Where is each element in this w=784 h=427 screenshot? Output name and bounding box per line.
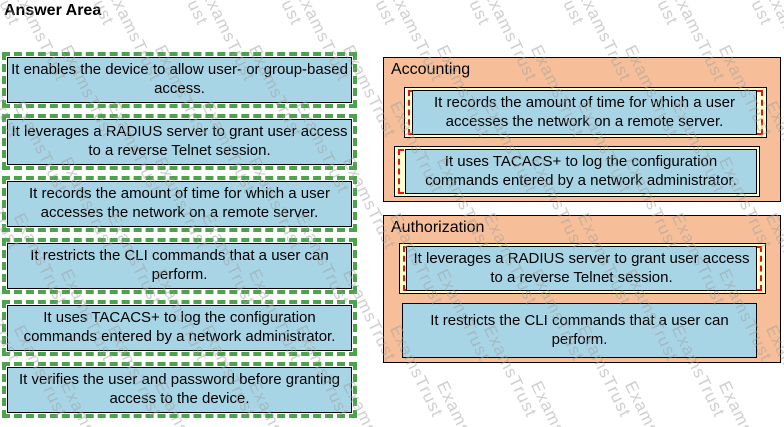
watermark-text: ExamsTrust xyxy=(714,378,776,427)
watermark-text: ExamsTrust xyxy=(432,0,494,29)
authorization-panel: Authorization It leverages a RADIUS serv… xyxy=(383,215,781,363)
authorization-label: Authorization xyxy=(391,219,485,236)
option-card-6[interactable]: It verifies the user and password before… xyxy=(2,362,357,418)
watermark-text: ExamsTrust xyxy=(338,0,400,29)
accounting-dropzone-2[interactable]: It uses TACACS+ to log the configuration… xyxy=(394,146,760,197)
option-text: It restricts the CLI commands that a use… xyxy=(30,247,329,283)
accounting-dropzone-1[interactable]: It records the amount of time for which … xyxy=(404,87,767,138)
option-text: It leverages a RADIUS server to grant us… xyxy=(11,123,348,159)
option-card-5[interactable]: It uses TACACS+ to log the configuration… xyxy=(2,300,357,356)
authorization-dropzone-2[interactable]: It restricts the CLI commands that a use… xyxy=(402,303,757,358)
dropped-card-text: It leverages a RADIUS server to grant us… xyxy=(413,249,750,286)
option-card-3-body: It records the amount of time for which … xyxy=(7,181,352,227)
option-card-2-body: It leverages a RADIUS server to grant us… xyxy=(7,119,352,165)
dropped-card-text: It records the amount of time for which … xyxy=(434,93,735,130)
authorization-dropped-card-1[interactable]: It leverages a RADIUS server to grant us… xyxy=(406,246,757,291)
watermark-text: ExamsTrust xyxy=(150,0,212,29)
dropped-card-text: It restricts the CLI commands that a use… xyxy=(430,311,729,348)
options-column: It enables the device to allow user- or … xyxy=(2,52,357,424)
option-card-3[interactable]: It records the amount of time for which … xyxy=(2,176,357,232)
option-text: It verifies the user and password before… xyxy=(18,371,340,407)
accounting-dropped-card-2[interactable]: It uses TACACS+ to log the configuration… xyxy=(405,149,757,194)
watermark-text: ExamsTrust xyxy=(432,378,494,427)
watermark-text: ExamsTrust xyxy=(620,378,682,427)
authorization-dropped-card-2[interactable]: It restricts the CLI commands that a use… xyxy=(402,303,757,358)
watermark-text: ExamsTrust xyxy=(620,0,682,29)
dropped-card-text: It uses TACACS+ to log the configuration… xyxy=(425,152,737,189)
watermark-text: ExamsTrust xyxy=(244,0,306,29)
option-card-6-body: It verifies the user and password before… xyxy=(7,367,352,413)
option-card-4[interactable]: It restricts the CLI commands that a use… xyxy=(2,238,357,294)
accounting-dropped-card-1[interactable]: It records the amount of time for which … xyxy=(412,90,757,135)
option-text: It records the amount of time for which … xyxy=(29,185,330,221)
page-title: Answer Area xyxy=(4,2,102,19)
option-card-1[interactable]: It enables the device to allow user- or … xyxy=(2,52,357,108)
option-text: It enables the device to allow user- or … xyxy=(11,61,348,97)
option-card-5-body: It uses TACACS+ to log the configuration… xyxy=(7,305,352,351)
watermark-text: ExamsTrust xyxy=(526,378,588,427)
option-card-1-body: It enables the device to allow user- or … xyxy=(7,57,352,103)
option-text: It uses TACACS+ to log the configuration… xyxy=(23,309,336,345)
option-card-4-body: It restricts the CLI commands that a use… xyxy=(7,243,352,289)
watermark-text: ExamsTrust xyxy=(714,0,776,29)
authorization-dropzone-1[interactable]: It leverages a RADIUS server to grant us… xyxy=(399,243,766,294)
watermark-text: ExamsTrust xyxy=(526,0,588,29)
accounting-panel: Accounting It records the amount of time… xyxy=(383,57,781,202)
option-card-2[interactable]: It leverages a RADIUS server to grant us… xyxy=(2,114,357,170)
accounting-label: Accounting xyxy=(391,61,471,78)
